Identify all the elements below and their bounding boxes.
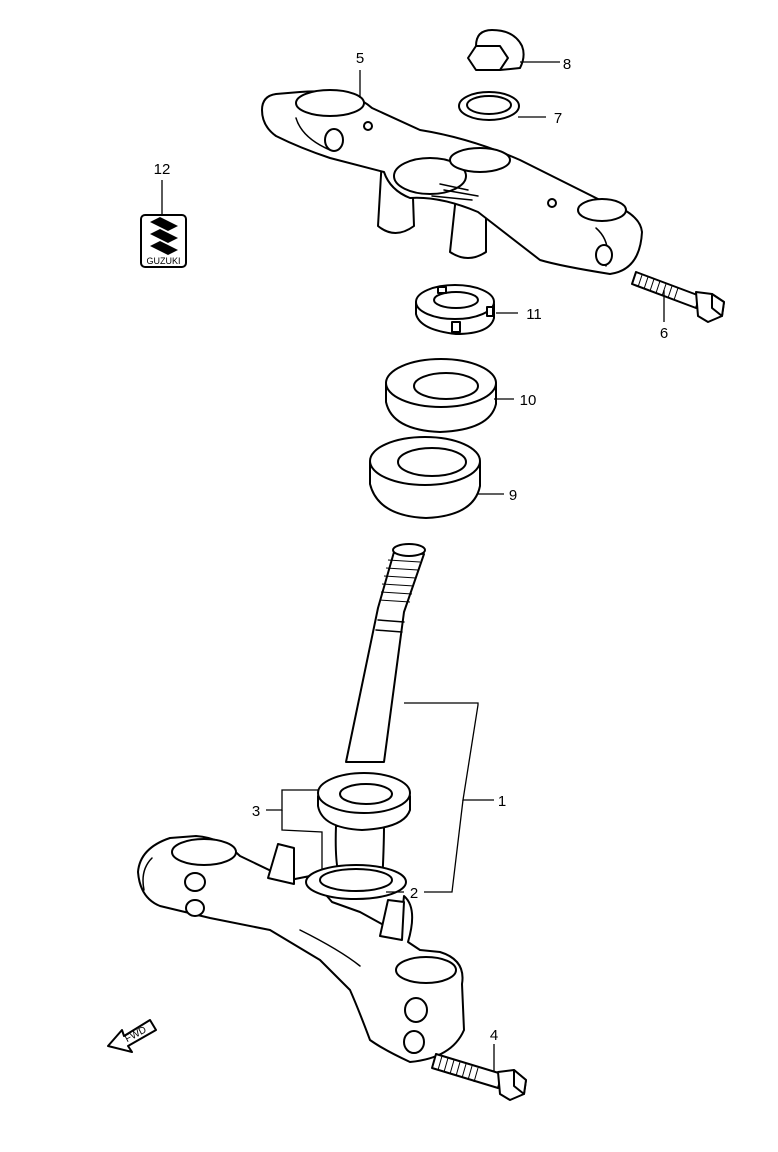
- lock-nut-part-11: [415, 284, 495, 335]
- upper-bracket-part-5: [261, 89, 643, 275]
- bearing-part-9: [369, 436, 481, 519]
- dust-seal-part-3: [317, 772, 411, 831]
- callout-1: 1: [498, 793, 506, 810]
- callout-3: 3: [252, 803, 260, 820]
- forward-arrow-icon: FWD: [107, 1019, 157, 1053]
- callout-5: 5: [356, 50, 364, 67]
- callout-2: 2: [410, 885, 418, 902]
- callout-11: 11: [526, 306, 542, 323]
- callout-12: 12: [154, 161, 171, 178]
- emblem-logo-icon: [150, 217, 178, 255]
- steering-stem-part-1: [137, 543, 465, 1063]
- bolt-part-4: [431, 1053, 527, 1101]
- leader-lines: [161, 61, 665, 1072]
- seal-part-10: [385, 358, 497, 433]
- callout-6: 6: [660, 325, 668, 342]
- callout-8: 8: [563, 56, 571, 73]
- washer-part-7: [458, 91, 520, 121]
- emblem-part-12: GUZUKI: [140, 214, 187, 268]
- callout-4: 4: [490, 1027, 498, 1044]
- callout-10: 10: [520, 392, 537, 409]
- emblem-text: GUZUKI: [146, 256, 180, 266]
- callout-labels: 5 12 8 7 6 11 10 9 1 2 3 4: [154, 50, 669, 1044]
- cap-nut-part-8: [467, 29, 525, 71]
- bolt-part-6: [631, 271, 725, 323]
- callout-7: 7: [554, 110, 562, 127]
- callout-9: 9: [509, 487, 517, 504]
